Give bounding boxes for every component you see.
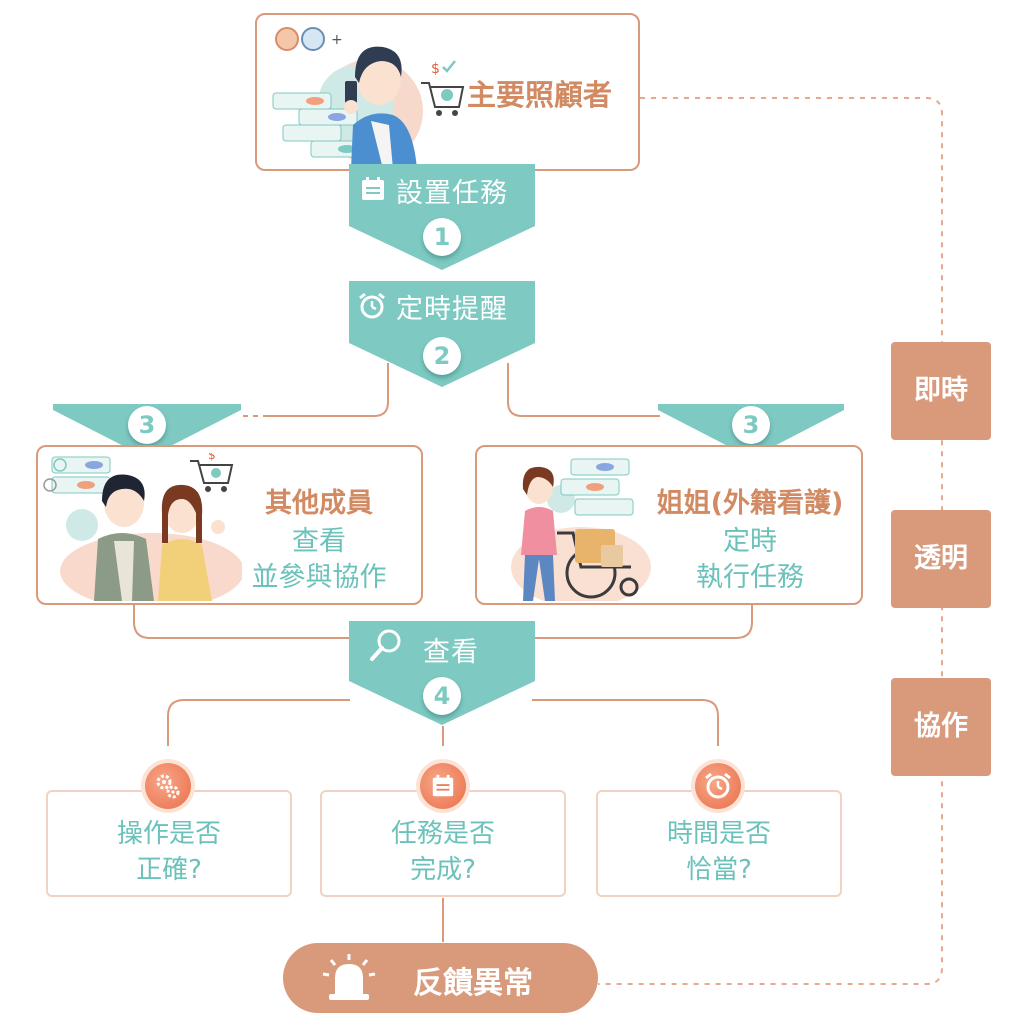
check-task-line2: 完成? [410,855,476,885]
step-2-label: 定時提醒 [396,294,508,325]
svg-text:+: + [331,32,343,48]
check-task-badge [420,763,466,809]
step-2-banner: 定時提醒 2 [349,281,535,389]
other-members-title: 其他成員 [265,488,373,519]
calendar-icon [432,774,454,797]
gears-icon [156,774,180,799]
primary-caregiver-title: 主要照顧者 [467,78,613,112]
check-task-box: 任務是否 完成? [320,790,566,897]
check-task-line1: 任務是否 [390,819,495,849]
family-members-illustration: $ [43,453,242,601]
step-3-left-banner: 3 [53,404,241,460]
alarm-bell-icon [322,954,376,1000]
check-time-box: 時間是否 恰當? [596,790,842,897]
other-members-line2: 並參與協作 [251,562,387,593]
sister-line2: 執行任務 [696,562,804,593]
other-members-card: $ 其他成員 查看 並參與協作 [36,445,423,605]
sister-caregiver-card: 姐姐(外籍看護) 定時 執行任務 [475,445,863,605]
sister-title: 姐姐(外籍看護) [656,488,844,519]
step-1-banner: 設置任務 1 [349,164,535,272]
feedback-anomaly-pill: 反饋異常 [283,943,598,1013]
magnifier-icon [370,629,401,661]
step-1-label: 設置任務 [396,178,508,209]
side-tag-collaboration: 協作 [891,678,991,776]
sister-line1: 定時 [723,526,777,557]
check-operation-badge [145,763,191,809]
check-time-line2: 恰當? [686,855,752,885]
svg-text:$: $ [208,453,216,462]
alarm-clock-icon [359,292,385,319]
side-tag-transparent: 透明 [891,510,991,608]
step-2-number: 2 [423,337,461,375]
check-operation-line1: 操作是否 [116,819,221,849]
side-tag-instant: 即時 [891,342,991,440]
caregiver-with-phone-illustration: + $ [272,27,465,169]
step-3-right-banner: 3 [658,404,844,460]
calendar-icon [362,177,384,200]
alarm-clock-icon [705,772,731,799]
step-1-number: 1 [423,218,461,256]
step-3-left-number: 3 [128,406,166,444]
other-members-line1: 查看 [292,526,346,557]
svg-text:$: $ [431,61,440,77]
step-3-right-number: 3 [732,406,770,444]
step-4-label: 查看 [423,637,479,668]
primary-caregiver-card: + $ 主要照顧者 [255,13,640,171]
caregiver-with-wheelchair-illustration [511,458,651,601]
step-2-arrow-shape [349,281,535,387]
step-4-banner: 查看 4 [349,621,535,727]
feedback-label: 反饋異常 [413,966,533,1001]
check-operation-line2: 正確? [136,855,202,885]
check-time-line1: 時間是否 [666,819,771,849]
step-1-arrow-shape [349,164,535,270]
step-4-number: 4 [423,677,461,715]
check-time-badge [695,763,741,809]
